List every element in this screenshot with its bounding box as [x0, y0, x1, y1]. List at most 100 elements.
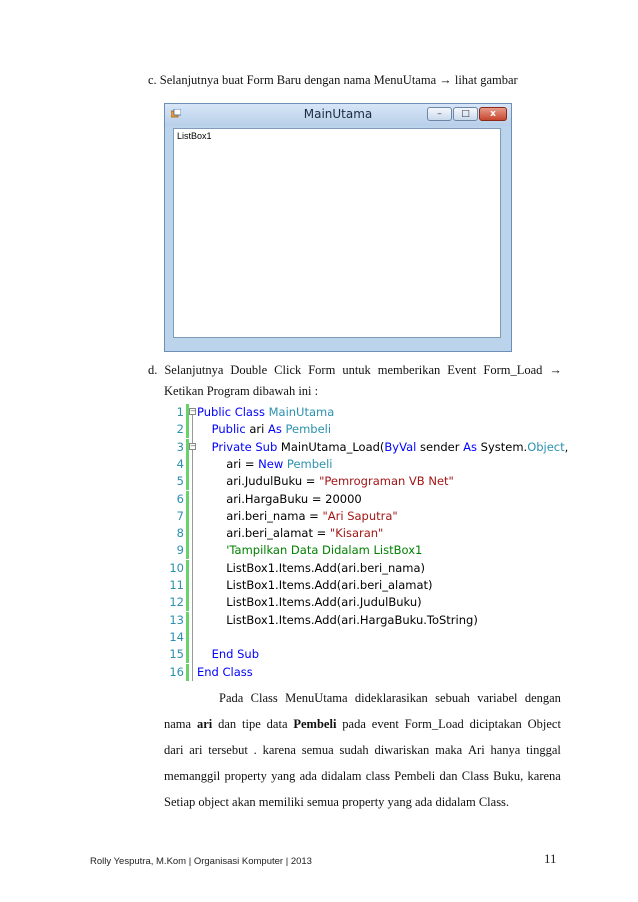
word: Pada: [219, 691, 244, 705]
word: diciptakan: [469, 717, 522, 731]
line-number: 8: [176, 526, 184, 541]
word: pada: [342, 717, 366, 731]
change-marker: [186, 611, 189, 629]
listbox-label: ListBox1: [177, 131, 212, 141]
mainutama-window-screenshot: MainUtama – □ x ListBox1: [164, 103, 512, 352]
word: ari: [196, 717, 213, 731]
code-line: 9 'Tampilkan Data Didalam ListBox1: [164, 542, 564, 560]
word: Pembeli: [394, 769, 436, 783]
word: hanya: [490, 743, 521, 757]
code-token: ari =: [197, 456, 259, 471]
code-text: Private Sub MainUtama_Load(ByVal sender …: [197, 439, 569, 456]
change-marker: [186, 490, 189, 508]
code-token: ari.HargaBuku = 20000: [197, 491, 362, 506]
line-number: 13: [169, 612, 184, 627]
fold-toggle-icon[interactable]: −: [189, 441, 196, 450]
code-line: 12 ListBox1.Items.Add(ari.JudulBuku): [164, 594, 564, 612]
code-line: 8 ari.beri_alamat = "Kisaran": [164, 525, 564, 543]
code-token: As: [267, 422, 286, 437]
line-number: 2: [176, 422, 184, 437]
code-token: Public: [211, 422, 250, 437]
code-line: 11 ListBox1.Items.Add(ari.beri_alamat): [164, 577, 564, 594]
word: Selanjutnya: [164, 363, 224, 377]
listbox[interactable]: ListBox1: [173, 128, 501, 338]
line-number: 14: [169, 629, 184, 644]
page-number: 11: [544, 851, 557, 866]
word: data: [266, 717, 288, 731]
change-marker: [186, 473, 189, 491]
line-number: 15: [169, 647, 184, 662]
word: dengan: [524, 691, 561, 705]
change-marker: [186, 404, 189, 421]
maximize-button[interactable]: □: [453, 107, 478, 121]
code-text: ListBox1.Items.Add(ari.JudulBuku): [197, 594, 422, 611]
word: class: [365, 769, 391, 783]
minimize-button[interactable]: –: [427, 107, 452, 121]
change-marker: [186, 577, 189, 594]
code-token: Private Sub: [211, 439, 281, 454]
code-text: ListBox1.Items.Add(ari.beri_nama): [197, 560, 425, 577]
change-marker: [186, 646, 189, 664]
word: semua: [301, 743, 334, 757]
code-line: 6 ari.HargaBuku = 20000: [164, 490, 564, 508]
code-line: 7 ari.beri_nama = "Ari Saputra": [164, 507, 564, 525]
code-token: New: [258, 456, 287, 471]
code-line: 1−Public Class MainUtama: [164, 404, 564, 421]
code-token: ByVal: [384, 439, 420, 454]
word: Double: [230, 363, 268, 377]
code-text: ListBox1.Items.Add(ari.HargaBuku.ToStrin…: [197, 612, 478, 629]
word: nama: [164, 717, 192, 731]
word: maka: [435, 743, 463, 757]
code-line: 14: [164, 628, 564, 646]
close-button[interactable]: x: [479, 107, 507, 121]
code-text: End Sub: [197, 646, 259, 663]
line-number: 9: [176, 543, 184, 558]
word: tinggal: [526, 743, 561, 757]
word: ari: [189, 743, 203, 757]
word: variabel: [477, 691, 518, 705]
code-text: ari.JudulBuku = "Pemrograman VB Net": [197, 473, 454, 490]
line-number: 10: [169, 560, 184, 575]
word: Click: [274, 363, 302, 377]
code-line: 5 ari.JudulBuku = "Pemrograman VB Net": [164, 473, 564, 491]
word: sudah: [339, 743, 369, 757]
code-text: ari.beri_nama = "Ari Saputra": [197, 508, 398, 525]
code-line: 4 ari = New Pembeli: [164, 455, 564, 473]
word: tersebut: [208, 743, 248, 757]
item-d-line2: Ketikan Program dibawah ini :: [164, 384, 319, 398]
word: Form_Load: [483, 363, 543, 377]
word: Event: [447, 363, 477, 377]
word: Object: [527, 717, 561, 731]
code-token: ListBox1.Items.Add(ari.JudulBuku): [197, 595, 422, 610]
code-token: System.: [480, 439, 528, 454]
change-marker: [186, 525, 189, 543]
word: dideklarasikan: [354, 691, 428, 705]
code-text: End Class: [197, 664, 253, 681]
line-number: 6: [176, 491, 184, 506]
code-token: Object: [527, 439, 565, 454]
word: memberikan: [377, 363, 441, 377]
code-token: 'Tampilkan Data Didalam ListBox1: [197, 543, 423, 558]
word: event: [371, 717, 399, 731]
line-number: 11: [169, 578, 184, 592]
word: Form_Load: [404, 717, 464, 731]
code-token: End Class: [197, 664, 253, 679]
code-line: 15 End Sub: [164, 646, 564, 664]
code-token: [197, 422, 212, 436]
change-marker: [186, 421, 189, 439]
code-token: End Sub: [211, 647, 260, 662]
change-marker: [186, 628, 189, 646]
code-token: Public Class: [197, 405, 269, 419]
code-text: ari.HargaBuku = 20000: [197, 491, 362, 508]
word: didalam: [321, 769, 362, 783]
word: property: [224, 769, 267, 783]
explanation-line-2: nama ari dan tipe data Pembeli pada even…: [164, 718, 561, 731]
change-marker: [186, 438, 189, 456]
fold-toggle-icon[interactable]: −: [189, 407, 196, 415]
code-text: ari = New Pembeli: [197, 456, 332, 473]
word: dari: [164, 743, 184, 757]
explanation-line-1: Pada Class MenuUtama dideklarasikan sebu…: [219, 692, 561, 705]
code-token: "Ari Saputra": [322, 508, 398, 523]
explanation-line-4: memanggil property yang ada didalam clas…: [164, 770, 561, 783]
line-number: 3: [176, 439, 184, 454]
